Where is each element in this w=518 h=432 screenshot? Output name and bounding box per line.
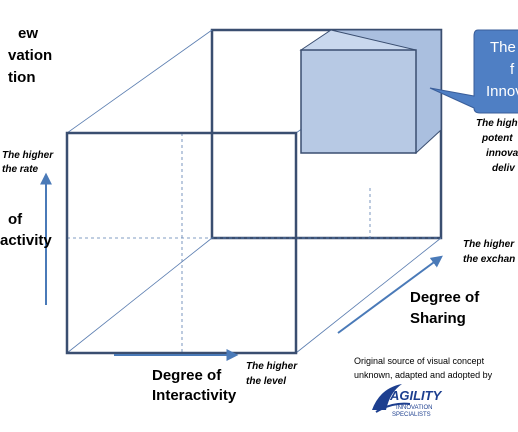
right-note-line-2: potent <box>481 133 513 144</box>
logo-tagline-line-1: INNOVATION <box>396 405 432 411</box>
z-axis-arrow <box>337 255 443 334</box>
callout-line-2: f <box>510 61 515 78</box>
right-note-line-4: deliv <box>492 163 516 174</box>
callout-bubble: The f Innov <box>429 29 518 114</box>
z-axis-label-line-1: Degree of <box>410 289 480 306</box>
highlight-cube <box>299 29 443 155</box>
callout-line-3: Innov <box>486 83 518 100</box>
y-axis-label-line-2: activity <box>0 232 52 249</box>
title-line-1: ew <box>18 25 38 42</box>
title-line-3: tion <box>8 69 36 86</box>
y-axis: The higher the rate of activity <box>0 150 54 305</box>
x-axis-note-line-2: the level <box>246 376 286 387</box>
source-note-line-2: unknown, adapted and adopted by <box>354 370 493 380</box>
logo-tagline-line-2: SPECIALISTS <box>392 412 431 418</box>
diagram-title: ew vation tion <box>8 25 52 86</box>
y-axis-label-line-1: of <box>8 211 23 228</box>
x-axis-label-line-2: Interactivity <box>152 387 237 404</box>
y-axis-note-line-2: the rate <box>2 164 39 175</box>
cube-inner-gridlines <box>67 133 441 354</box>
right-note-line-3: innova <box>486 148 518 159</box>
source-note: Original source of visual concept unknow… <box>354 356 493 380</box>
y-axis-note-line-1: The higher <box>2 150 54 161</box>
z-axis-label-line-2: Sharing <box>410 310 466 327</box>
right-note: The high potent innova deliv <box>476 118 518 174</box>
x-axis-label-line-1: Degree of <box>152 367 222 384</box>
x-axis-note-line-1: The higher <box>246 361 298 372</box>
title-line-2: vation <box>8 47 52 64</box>
logo-swoosh-icon <box>372 384 402 410</box>
logo-name: AGILITY <box>389 388 443 403</box>
highlight-cube-front <box>300 49 417 154</box>
callout-line-1: The <box>490 39 516 56</box>
cube-front-face <box>65 131 298 355</box>
right-note-line-1: The high <box>476 118 518 129</box>
z-axis-note-line-2: the exchan <box>463 254 515 265</box>
agility-logo: AGILITY INNOVATION SPECIALISTS <box>372 384 443 418</box>
z-axis: Degree of Sharing The higher the exchan <box>337 239 515 334</box>
z-axis-note-line-1: The higher <box>463 239 515 250</box>
highlight-cube-side <box>330 29 442 155</box>
x-axis: Degree of Interactivity The higher the l… <box>114 349 298 404</box>
source-note-line-1: Original source of visual concept <box>354 356 485 366</box>
